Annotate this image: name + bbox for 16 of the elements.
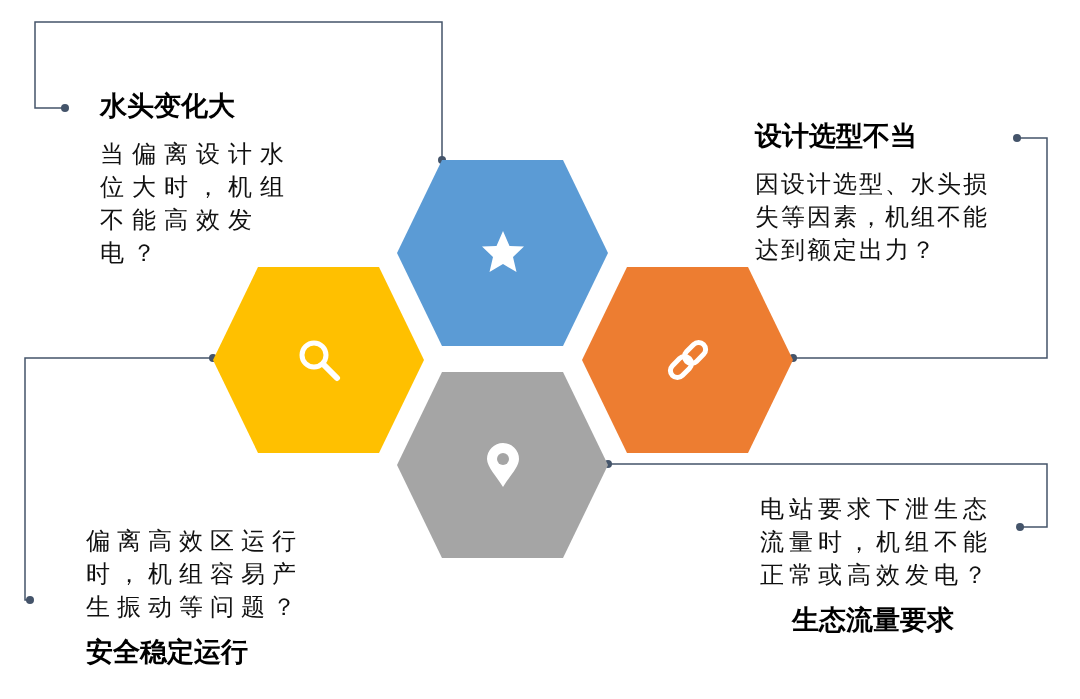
leader-line (24, 354, 217, 604)
description-text: 电站要求下泄生态流量时，机组不能正常或高效发电？ (760, 494, 993, 591)
heading: 设计选型不当 (755, 119, 918, 153)
description-text: 偏离高效区运行时，机组容易产生振动等问题？ (86, 526, 304, 623)
leader-line (789, 134, 1048, 362)
hexagon (397, 372, 608, 558)
hexagon (397, 160, 608, 346)
description-text: 当偏离设计水位大时，机组不能高效发电？ (100, 139, 293, 269)
hexagon (213, 267, 424, 453)
heading: 安全稳定运行 (86, 635, 249, 669)
description-text: 因设计选型、水头损失等因素，机组不能达到额定出力？ (755, 169, 990, 266)
hexagon (582, 267, 793, 453)
heading: 水头变化大 (100, 89, 236, 123)
heading: 生态流量要求 (792, 603, 955, 637)
leader-line (604, 460, 1048, 531)
leader-line (34, 21, 446, 164)
